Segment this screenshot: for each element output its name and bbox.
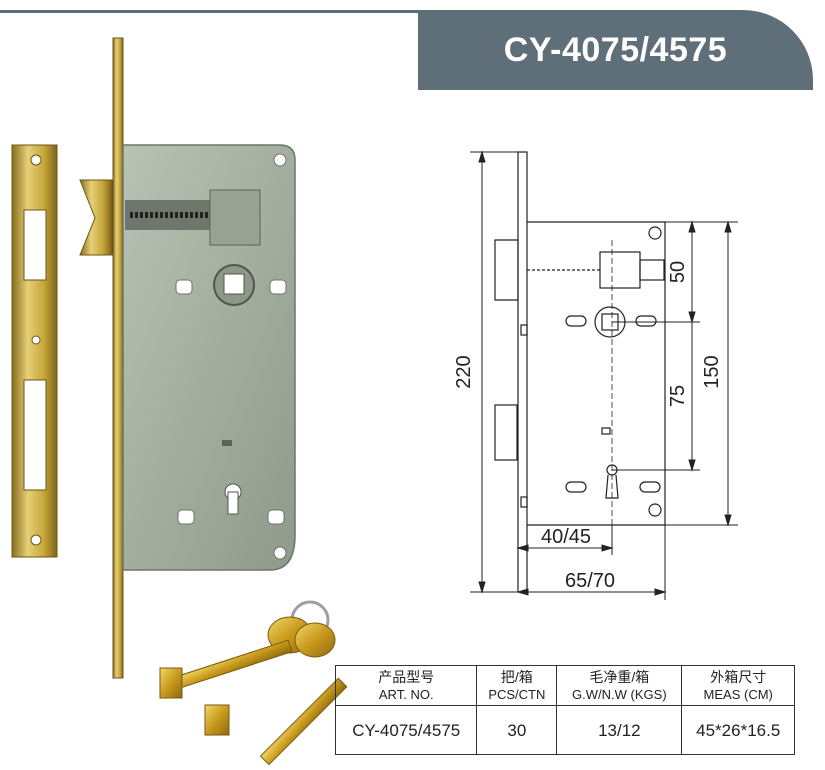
keys <box>159 600 348 766</box>
header-art-no: 产品型号 ART. NO. <box>334 665 478 706</box>
title-tab <box>418 10 813 90</box>
product-photo <box>11 37 348 766</box>
strike-plate <box>11 144 58 558</box>
dim-handle-follower: 50 <box>667 261 689 283</box>
faceplate <box>112 37 124 679</box>
cell-weight: 13/12 <box>556 705 683 755</box>
title-band: CY-4075/4575 <box>0 0 825 100</box>
latch-bolt <box>79 179 113 256</box>
dim-case-height: 150 <box>701 355 723 388</box>
dim-follower-key: 75 <box>667 385 689 407</box>
cell-art-no: CY-4075/4575 <box>334 705 478 755</box>
title-rule <box>0 10 420 13</box>
technical-drawing: 220 150 50 75 40/45 65/70 <box>453 150 738 600</box>
table-row: CY-4075/4575 30 13/12 45*26*16.5 <box>334 705 795 755</box>
cell-pcs-ctn: 30 <box>476 705 558 755</box>
dim-total-height: 220 <box>453 355 475 388</box>
dim-case-depth: 65/70 <box>565 570 615 592</box>
product-title: CY-4075/4575 <box>503 30 728 69</box>
header-pcs-ctn: 把/箱 PCS/CTN <box>476 665 558 706</box>
header-weight: 毛净重/箱 G.W/N.W (KGS) <box>556 665 683 706</box>
header-meas: 外箱尺寸 MEAS (CM) <box>681 665 795 706</box>
spec-table: 产品型号 ART. NO. 把/箱 PCS/CTN 毛净重/箱 G.W/N.W … <box>334 665 795 755</box>
dim-backset: 40/45 <box>541 526 591 548</box>
cell-meas: 45*26*16.5 <box>681 705 795 755</box>
spec-header-row: 产品型号 ART. NO. 把/箱 PCS/CTN 毛净重/箱 G.W/N.W … <box>334 665 795 706</box>
drawing-case <box>527 221 666 526</box>
drawing-faceplate <box>517 151 528 593</box>
lock-case <box>122 144 296 571</box>
